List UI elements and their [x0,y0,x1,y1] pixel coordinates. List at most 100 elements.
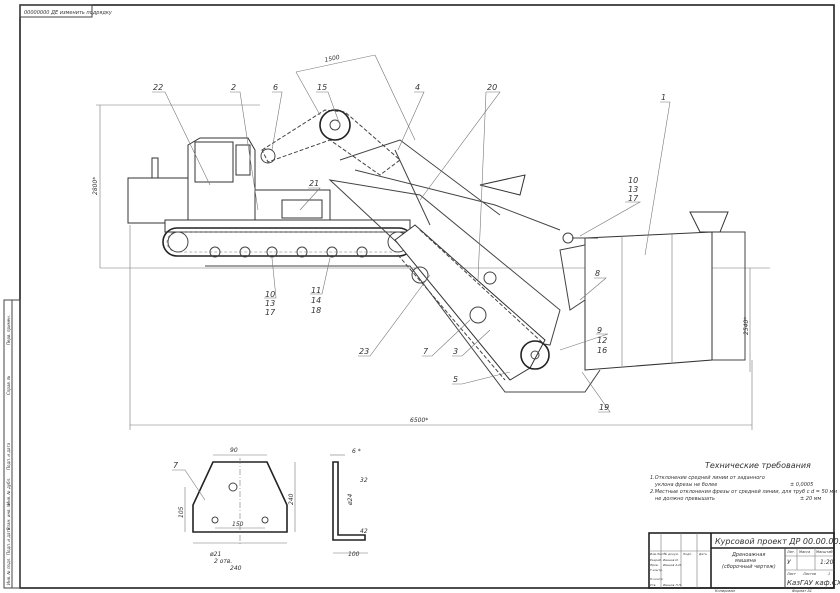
product-name: (сборочный чертеж) [722,564,776,570]
technical-requirements: Технические требования 1.Отклонение сред… [650,461,837,502]
dim-42: 42 [360,528,368,535]
top-stamp [19,4,93,18]
leader-15: 15 [317,83,327,92]
side-stamp-text: Инв. № дубл. [6,478,11,505]
holes-count: 2 отв. [214,558,232,565]
leader-21: 21 [309,179,319,188]
leader-16: 16 [597,346,607,355]
dim-hole: ø21 [209,551,221,558]
side-stamps: Перв. примен. Справ. № Подп. и дата Инв.… [6,315,11,585]
tech-line: 2.Местные отклонения фрезы от средней ли… [650,489,837,495]
document-code: Курсовой проект ДР 00.00.00.СБ [715,537,840,546]
leader-5: 5 [453,375,458,384]
dim-depth: 2540* [743,317,750,335]
developer-name: Иванов И. [663,558,679,562]
lit-header: Лит. [786,550,795,554]
top-stamp-text: 00000000 ДЕ изменить подрядку [24,10,113,16]
side-stamp-text: Подп. и дата [6,442,11,470]
ncontrol-label: Н.контр. [650,577,663,581]
product-name: машина [735,558,756,564]
leader-23: 23 [359,347,369,356]
leader-9: 9 [597,326,602,335]
product-name: Дреноажная [731,552,765,558]
leader-3: 3 [453,347,458,356]
leader-22: 22 [153,83,163,92]
leader-18: 18 [311,306,321,315]
dim-height: 2800* [92,177,99,195]
leader-11: 11 [311,286,321,295]
side-stamp-text: Подп. и дата [6,527,11,555]
approver-name: Иванов Л.П. [663,583,682,587]
leader-12: 12 [597,336,607,345]
mass-header: Масса [799,550,810,554]
sheets-value: 1 [828,572,830,576]
sheets-label: Листов [802,572,816,576]
part-leaders: 22 2 6 15 4 20 1 21 10 13 17 10 13 17 11… [152,83,671,413]
side-stamp-text: Перв. примен. [6,315,11,345]
leader-7: 7 [423,347,429,356]
organization: КазГАУ каф.СХМ [787,579,840,587]
dim-length: 6500* [410,417,428,424]
tech-line: 1.Отклонение средней линии от заданного [650,475,765,481]
leader-14: 14 [311,296,321,305]
leader-13: 13 [265,299,275,308]
developer-label: Разраб. [650,558,662,562]
leader-4: 4 [415,83,420,92]
dim-90: 90 [230,447,238,454]
format-label: Формат А1 [792,589,812,593]
dim-150: 150 [232,521,244,528]
scale-header: Масштаб [816,550,833,554]
col-header: Подп. [683,552,692,556]
title-block: Курсовой проект ДР 00.00.00.СБ Дреноажна… [648,532,840,593]
dim-32: 32 [360,477,368,484]
drive-chain [260,109,401,176]
detail-label: 7 [173,461,179,470]
dim-boom: 1500 [324,54,341,64]
dim-100: 100 [348,551,360,558]
tcontrol-label: Т.контр. [650,568,663,572]
checker-name: Иванов А.И. [663,563,682,567]
tech-title: Технические требования [705,461,811,470]
checker-label: Пров. [650,563,659,567]
copied-label: Копировал [715,589,736,593]
dim-6: 6 * [352,448,361,455]
dim-105: 105 [178,506,185,518]
sheet-label: Лист [786,572,797,576]
leader-19: 19 [599,403,609,412]
col-header: Дата [698,552,707,556]
tech-line: не должно превышать [655,496,715,502]
col-header: Изм.Лист [650,552,665,556]
sheet-frame [19,4,835,589]
leader-8: 8 [595,269,600,278]
dim-24: ø24 [347,494,354,506]
tech-value: ± 20 мм [800,496,822,502]
dim-240-horizontal: 240 [230,565,242,572]
dim-240-vertical: 240 [288,493,295,505]
digging-boom [328,139,561,381]
tech-value: ± 0,0005 [790,482,813,488]
lit-value: У [787,559,791,566]
trench-box [559,211,746,371]
col-header: № докум. [663,552,679,556]
detail-plate-view: 7 90 240 105 150 ø21 2 отв. 240 [172,447,296,572]
leader-6: 6 [273,83,278,92]
side-stamp-text: Инв. № подл. [6,557,11,585]
side-stamp-text: Взам. инв. № [6,503,11,530]
scale-value: 1:20 [820,559,834,566]
dimensions: 2800* 6500* 2540* 1500 [92,54,753,430]
tech-line: уклона фрезы не более [654,482,717,488]
side-stamp-text: Справ. № [6,376,11,395]
leader-17: 17 [628,194,639,203]
approver-label: Утв. [650,583,656,587]
tractor [127,137,411,233]
leader-10: 10 [628,176,638,185]
leader-17: 17 [265,308,276,317]
leader-10: 10 [265,290,275,299]
leader-1: 1 [661,93,666,102]
leader-13: 13 [628,185,638,194]
leader-20: 20 [487,83,497,92]
ground-line [205,265,601,393]
leader-2: 2 [231,83,236,92]
